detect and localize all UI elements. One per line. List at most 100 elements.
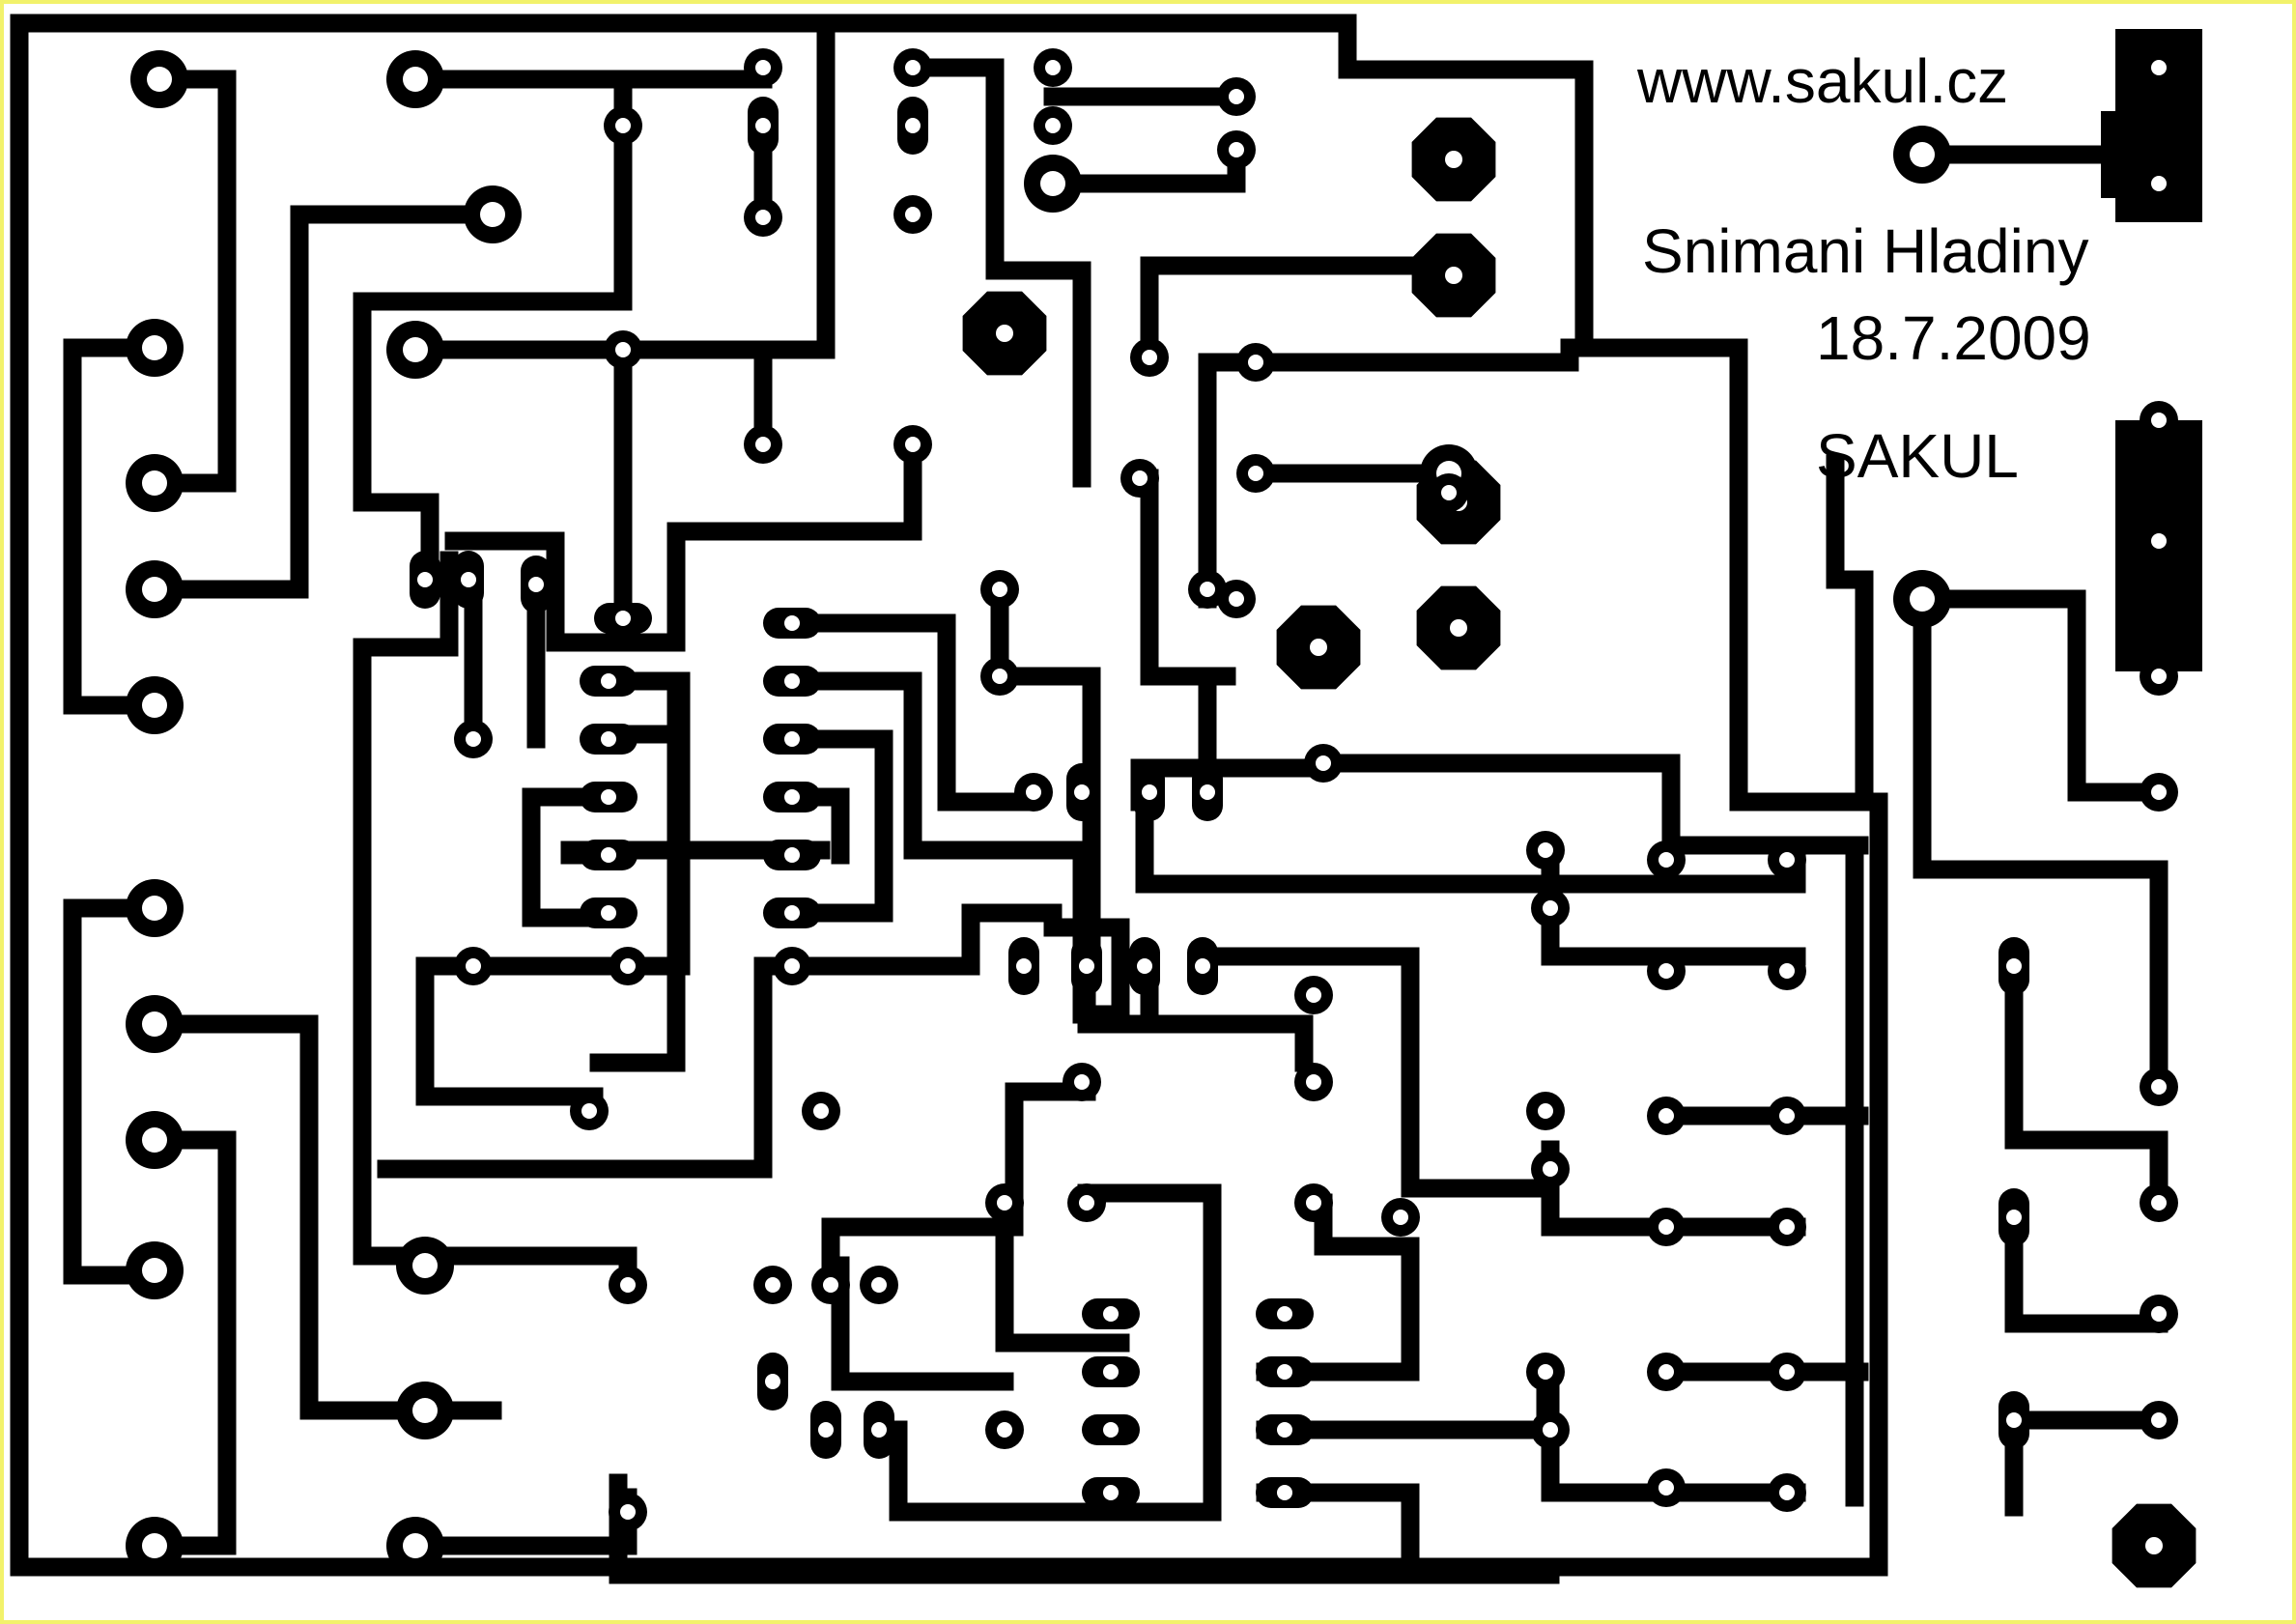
pad-hole bbox=[1779, 1219, 1795, 1235]
pad-hole bbox=[1079, 958, 1094, 974]
pad-hole bbox=[412, 1253, 438, 1278]
pad-hole bbox=[1200, 784, 1215, 800]
trace bbox=[889, 1183, 1222, 1522]
board-title-label: Snimani Hladiny bbox=[1642, 216, 2089, 286]
pad-hole bbox=[601, 847, 616, 863]
pad-hole bbox=[1658, 1480, 1674, 1496]
board-date-label: 18.7.2009 bbox=[1816, 303, 2091, 373]
pad-hole bbox=[620, 1277, 636, 1293]
trace bbox=[995, 1198, 1130, 1353]
pad-hole bbox=[1277, 1364, 1292, 1380]
pad-hole bbox=[1079, 1195, 1094, 1211]
trace bbox=[415, 1246, 638, 1299]
trace bbox=[406, 1488, 638, 1555]
pad-hole bbox=[2151, 784, 2167, 800]
pad-hole bbox=[1658, 1219, 1674, 1235]
pad-hole bbox=[142, 1258, 167, 1283]
pad-hole bbox=[466, 731, 481, 747]
pad-hole bbox=[1142, 350, 1157, 365]
trace bbox=[1198, 947, 1555, 1198]
pad-hole bbox=[1779, 1364, 1795, 1380]
pad-hole bbox=[1248, 466, 1263, 481]
pad-hole bbox=[1045, 60, 1061, 75]
pad-hole bbox=[1040, 171, 1065, 196]
trace bbox=[821, 1072, 1096, 1295]
pad-hole bbox=[755, 210, 771, 225]
pad-hole bbox=[755, 118, 771, 133]
pad-hole bbox=[1026, 784, 1041, 800]
pad-hole bbox=[142, 577, 167, 602]
pad-hole bbox=[142, 335, 167, 360]
trace bbox=[1256, 1193, 1420, 1382]
trace bbox=[145, 1130, 237, 1555]
pad-hole bbox=[2006, 1412, 2022, 1428]
trace bbox=[444, 435, 922, 652]
pad-hole bbox=[1277, 1485, 1292, 1500]
pad-hole bbox=[1137, 958, 1152, 974]
pad-hole bbox=[1016, 958, 1032, 974]
trace bbox=[903, 58, 1091, 488]
pad-hole bbox=[784, 905, 800, 921]
trace bbox=[353, 551, 459, 657]
trace bbox=[522, 787, 618, 927]
trace bbox=[377, 956, 792, 1179]
trace bbox=[1913, 580, 2168, 1097]
trace bbox=[782, 613, 1034, 812]
pad-hole bbox=[2145, 1537, 2163, 1554]
pad-hole bbox=[1045, 118, 1061, 133]
trace bbox=[464, 671, 691, 976]
trace bbox=[63, 898, 164, 1285]
pad-hole bbox=[1543, 1161, 1558, 1177]
pad-hole bbox=[1445, 151, 1462, 168]
pad-hole bbox=[2006, 958, 2022, 974]
pad-hole bbox=[1543, 900, 1558, 916]
pad-hole bbox=[461, 572, 476, 587]
pad-hole bbox=[403, 1533, 428, 1558]
pad-hole bbox=[992, 582, 1007, 597]
trace bbox=[2004, 956, 2168, 1212]
pad-hole bbox=[1538, 1364, 1553, 1380]
pad-hole bbox=[1910, 586, 1935, 612]
pad-hole bbox=[615, 118, 631, 133]
pad-hole bbox=[1393, 1210, 1408, 1225]
copper-pads bbox=[126, 29, 2202, 1588]
pad-hole bbox=[784, 731, 800, 747]
pad-hole bbox=[1779, 1108, 1795, 1124]
pad-hole bbox=[1779, 852, 1795, 868]
pad-hole bbox=[765, 1277, 780, 1293]
pad-hole bbox=[2006, 1210, 2022, 1225]
pad-hole bbox=[1316, 755, 1331, 771]
pad-hole bbox=[1910, 142, 1935, 167]
pad-hole bbox=[528, 577, 544, 592]
pad-hole bbox=[813, 1103, 829, 1119]
pad-hole bbox=[905, 60, 921, 75]
trace bbox=[353, 70, 633, 594]
trace bbox=[145, 70, 237, 493]
pad-hole bbox=[1306, 1195, 1321, 1211]
pad-hole bbox=[1229, 591, 1244, 607]
pad-hole bbox=[417, 572, 433, 587]
pad-hole bbox=[755, 437, 771, 452]
pad-hole bbox=[403, 337, 428, 362]
pad-hole bbox=[2151, 413, 2167, 428]
pad-hole bbox=[1538, 842, 1553, 858]
pad-hole bbox=[1074, 784, 1090, 800]
pad-hole bbox=[147, 67, 172, 92]
pad-hole bbox=[581, 1103, 597, 1119]
pad-hole bbox=[1074, 1074, 1090, 1090]
pad-hole bbox=[823, 1277, 838, 1293]
pad-hole bbox=[905, 437, 921, 452]
pad-hole bbox=[1103, 1306, 1119, 1322]
pad-hole bbox=[142, 1127, 167, 1153]
pad-hole bbox=[2151, 1412, 2167, 1428]
pad-hole bbox=[997, 1195, 1012, 1211]
pad-hole bbox=[615, 611, 631, 626]
pad-hole bbox=[1779, 963, 1795, 979]
pad-hole bbox=[1277, 1422, 1292, 1438]
pad-hole bbox=[997, 1422, 1012, 1438]
pad-hole bbox=[755, 60, 771, 75]
pad-hole bbox=[403, 67, 428, 92]
pad-hole bbox=[601, 673, 616, 689]
pad-hole bbox=[2151, 1195, 2167, 1211]
